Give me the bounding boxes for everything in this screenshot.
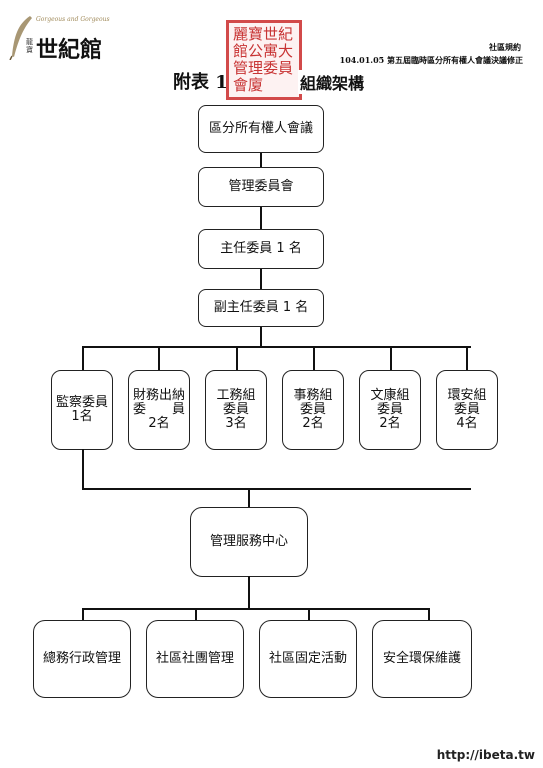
department-label: 社區固定活動	[268, 651, 347, 666]
members-drop-2	[158, 346, 160, 371]
department-box-admin: 總務行政管理	[33, 620, 131, 698]
seal-line-2: 館公寓大	[233, 42, 294, 60]
member-box-works: 工務組 委員 3名	[205, 370, 267, 450]
member-label: 環安組 委員 4名	[447, 388, 487, 431]
departments-drop-3	[308, 608, 310, 622]
chair-label: 主任委員 1 名	[220, 241, 302, 256]
logo-title: 世紀館	[36, 37, 103, 63]
service-center-box: 管理服務中心	[190, 507, 308, 577]
seal-line-4: 會廈	[233, 76, 264, 94]
department-box-clubs: 社區社團管理	[146, 620, 244, 698]
member-box-finance: 財務出納 委 員 2名	[128, 370, 190, 450]
service-center-label: 管理服務中心	[209, 534, 288, 549]
page-title-left: 附表 1	[173, 72, 228, 93]
members-drop-6	[466, 346, 468, 371]
member-label: 文康組 委員 2名	[370, 388, 410, 431]
connector-center-departments	[248, 576, 250, 610]
assembly-label: 區分所有權人會議	[208, 121, 313, 136]
watermark: http://ibeta.tw	[436, 748, 535, 762]
member-box-safety: 環安組 委員 4名	[436, 370, 498, 450]
member-box-affairs: 事務組 委員 2名	[282, 370, 344, 450]
revision-note: 104.01.05 第五屆臨時區分所有權人會議決議修正	[339, 55, 523, 65]
departments-drop-1	[82, 608, 84, 622]
seal-line-3: 管理委員	[233, 59, 294, 77]
department-label: 社區社團管理	[155, 651, 234, 666]
members-drop-3	[236, 346, 238, 371]
page-title-right: 組織架構	[298, 70, 365, 94]
member-label: 事務組 委員 2名	[293, 388, 333, 431]
connector-bar-center	[248, 488, 250, 508]
member-box-supervisor: 監察委員 1名	[51, 370, 113, 450]
departments-drop-2	[195, 608, 197, 622]
top-right-label: 社區規約	[489, 42, 521, 52]
department-box-activities: 社區固定活動	[259, 620, 357, 698]
assembly-box: 區分所有權人會議	[198, 105, 324, 153]
chair-box: 主任委員 1 名	[198, 229, 324, 269]
members-bottom-bar	[82, 488, 471, 490]
vice-chair-box: 副主任委員 1 名	[198, 289, 324, 327]
quill-icon	[9, 16, 32, 60]
members-drop-1	[82, 346, 84, 371]
logo-small-text: 龍寶	[26, 38, 33, 54]
department-label: 安全環保維護	[382, 651, 461, 666]
members-left-riser	[82, 449, 84, 490]
member-box-recreation: 文康組 委員 2名	[359, 370, 421, 450]
seal-line-1: 麗寶世紀	[233, 25, 294, 43]
logo: Gorgeous and Gorgeous 龍寶 世紀館	[8, 14, 110, 64]
connector-chair-vice	[260, 268, 262, 290]
committee-label: 管理委員會	[228, 179, 294, 194]
connector-assembly-committee	[260, 152, 262, 168]
members-top-bar	[82, 346, 471, 348]
departments-top-bar	[82, 608, 430, 610]
department-label: 總務行政管理	[42, 651, 121, 666]
member-label: 工務組 委員 3名	[216, 388, 256, 431]
members-drop-5	[390, 346, 392, 371]
members-drop-4	[313, 346, 315, 371]
connector-vice-branch	[260, 326, 262, 348]
vice-chair-label: 副主任委員 1 名	[213, 300, 309, 315]
department-box-safety: 安全環保維護	[372, 620, 472, 698]
departments-drop-4	[428, 608, 430, 622]
connector-committee-chair	[260, 206, 262, 230]
member-label: 監察委員 1名	[55, 395, 108, 424]
member-label: 財務出納 委 員 2名	[132, 388, 185, 431]
official-seal: 麗寶世紀 館公寓大 管理委員 會廈	[226, 20, 302, 100]
committee-box: 管理委員會	[198, 167, 324, 207]
logo-script-text: Gorgeous and Gorgeous	[36, 16, 110, 23]
